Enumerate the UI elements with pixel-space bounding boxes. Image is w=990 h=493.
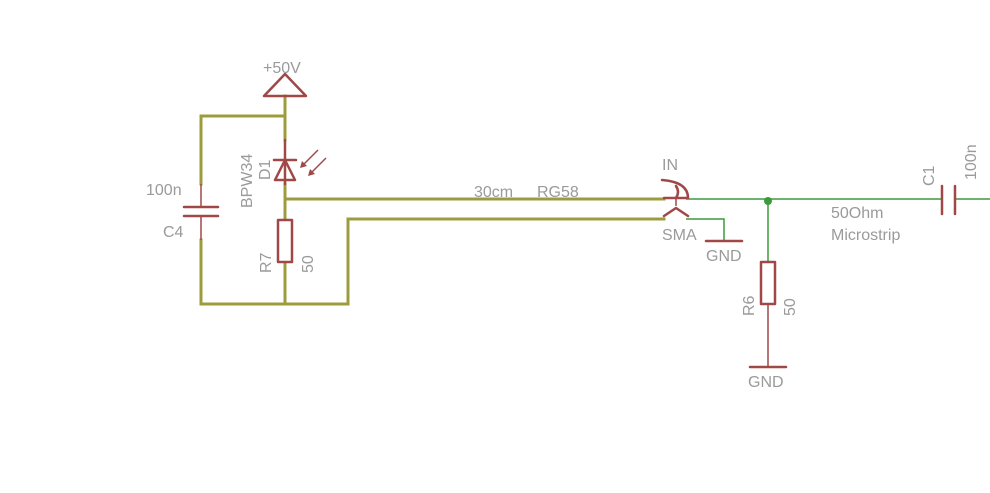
junction-dot [764, 197, 772, 205]
c4-value: 100n [146, 182, 182, 199]
supply-label: +50V [263, 60, 301, 77]
gnd-connector-symbol: GND [704, 239, 744, 265]
c4-name: C4 [163, 224, 184, 241]
sma-connector: IN SMA [660, 157, 697, 244]
photodiode-d1: D1 BPW34 [239, 138, 327, 208]
c1-value: 100n [963, 144, 980, 180]
r7-name: R7 [258, 252, 275, 273]
d1-name: D1 [257, 159, 274, 180]
r6-name: R6 [741, 295, 758, 316]
d1-value: BPW34 [239, 154, 256, 208]
r7-value: 50 [300, 255, 317, 273]
capacitor-c1: C1 100n [921, 144, 980, 216]
cable-type: RG58 [537, 184, 579, 201]
connector-pin-label: IN [662, 157, 678, 174]
resistor-r6: R6 50 [741, 260, 799, 366]
microstrip-line1: 50Ohm [831, 205, 883, 222]
resistor-r7: R7 50 [258, 218, 317, 273]
cable-label: 30cm RG58 [474, 184, 579, 201]
capacitor-c4: 100n C4 [146, 182, 220, 241]
gnd-connector-label: GND [706, 248, 742, 265]
c1-name: C1 [921, 165, 938, 186]
cable-length: 30cm [474, 184, 513, 201]
light-arrow-icon [301, 149, 319, 167]
connector-type: SMA [662, 227, 697, 244]
r6-value: 50 [782, 298, 799, 316]
supply-symbol: +50V [262, 60, 308, 98]
microstrip-line2: Microstrip [831, 227, 900, 244]
gnd-r6-label: GND [748, 374, 784, 391]
gnd-r6-symbol: GND [748, 365, 788, 391]
wires-left [199, 94, 666, 306]
microstrip-label: 50Ohm Microstrip [831, 205, 900, 244]
wires-right [686, 197, 990, 262]
